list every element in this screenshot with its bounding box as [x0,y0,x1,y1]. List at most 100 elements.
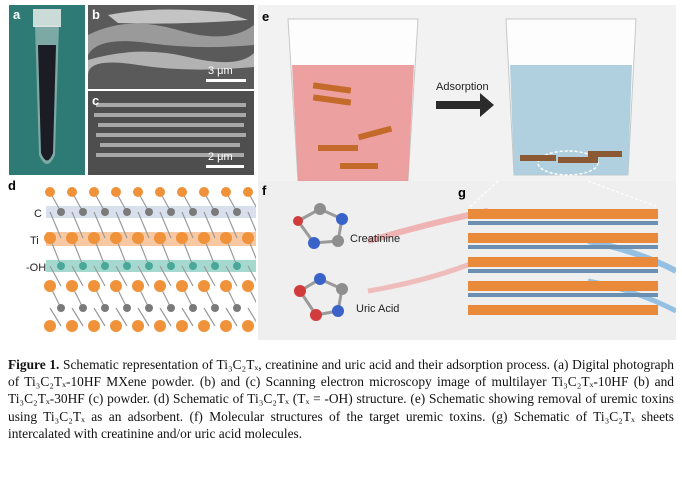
caption-text: Schematic representation of Ti₃C₂Tₓ, cre… [8,357,675,441]
scale-bar-c [206,165,244,168]
atom [221,187,231,197]
sem-image-b [88,5,254,89]
uric-acid-label: Uric Acid [356,303,400,315]
beaker-illustration [287,18,637,181]
panel-label-b: b [92,7,100,22]
layer-label-oh: -OH [26,262,47,274]
scale-bar-b [206,79,246,82]
atom [79,262,87,270]
atom [167,262,175,270]
atom [176,320,188,332]
atom [123,304,131,312]
atom [57,208,65,216]
panel-label-e: e [262,9,270,24]
atom [189,304,197,312]
atom [145,304,153,312]
atom [233,262,241,270]
atom [211,208,219,216]
atom [88,280,100,292]
atom [154,320,166,332]
panel-b-sem: b 3 μm [88,5,254,89]
atom [44,280,56,292]
atom [155,187,165,197]
creatinine-label: Creatinine [350,233,401,245]
atom [242,320,254,332]
panel-label-g: g [458,185,466,200]
atom [145,262,153,270]
atom [44,232,56,244]
atom [45,187,55,197]
atom [79,304,87,312]
atom [211,304,219,312]
panel-label-f: f [262,183,267,198]
molecule-sheet-illustration [293,181,676,321]
atom [176,232,188,244]
atom [220,280,232,292]
layer-label-ti: Ti [30,235,39,247]
panel-e-adsorption: e Adsorption [258,5,676,181]
caption-lead: Figure 1. [8,357,60,372]
panel-label-a: a [13,7,21,22]
atom [101,304,109,312]
atom [66,320,78,332]
atom [123,208,131,216]
atom [154,280,166,292]
atom [67,187,77,197]
atom [189,262,197,270]
adsorption-label: Adsorption [436,81,489,93]
atom [88,232,100,244]
mxene-sheet-stack [468,209,658,315]
atom [101,262,109,270]
panel-fg-molecules: f g Creatinine Uric Acid [258,181,676,340]
atom [110,280,122,292]
atom [145,208,153,216]
panel-label-d: d [8,178,16,193]
atom [57,262,65,270]
atom [154,232,166,244]
atom [233,208,241,216]
atom [220,320,232,332]
layer-label-c: C [34,208,42,220]
adsorption-arrow-icon [436,93,494,117]
panel-d-structure: d C Ti -OH [6,178,256,338]
atom [177,187,187,197]
atom [242,280,254,292]
atom [198,280,210,292]
atom [133,187,143,197]
atom [189,208,197,216]
atom [66,280,78,292]
uric-acid-molecule [294,273,348,321]
atom [211,262,219,270]
atom [89,187,99,197]
vial-image [9,5,85,175]
scale-label-b: 3 μm [208,65,233,77]
atom [242,232,254,244]
atom [57,304,65,312]
atom [44,320,56,332]
atom [198,320,210,332]
atom [123,262,131,270]
atom [243,187,253,197]
atom [199,187,209,197]
atom [233,304,241,312]
atom [167,304,175,312]
atom [110,320,122,332]
atom [132,280,144,292]
atom [66,232,78,244]
atom [220,232,232,244]
atom [110,232,122,244]
atom [176,280,188,292]
panel-label-c: c [92,93,100,108]
atom [101,208,109,216]
creatinine-molecule [293,203,348,249]
scale-label-c: 2 μm [208,151,233,163]
panel-a-photo: a [9,5,85,175]
atom [132,320,144,332]
atom [167,208,175,216]
atom [79,208,87,216]
atom [88,320,100,332]
panel-c-sem: c 2 μm [88,91,254,175]
figure-caption: Figure 1. Schematic representation of Ti… [8,356,674,442]
atom [111,187,121,197]
atom [132,232,144,244]
